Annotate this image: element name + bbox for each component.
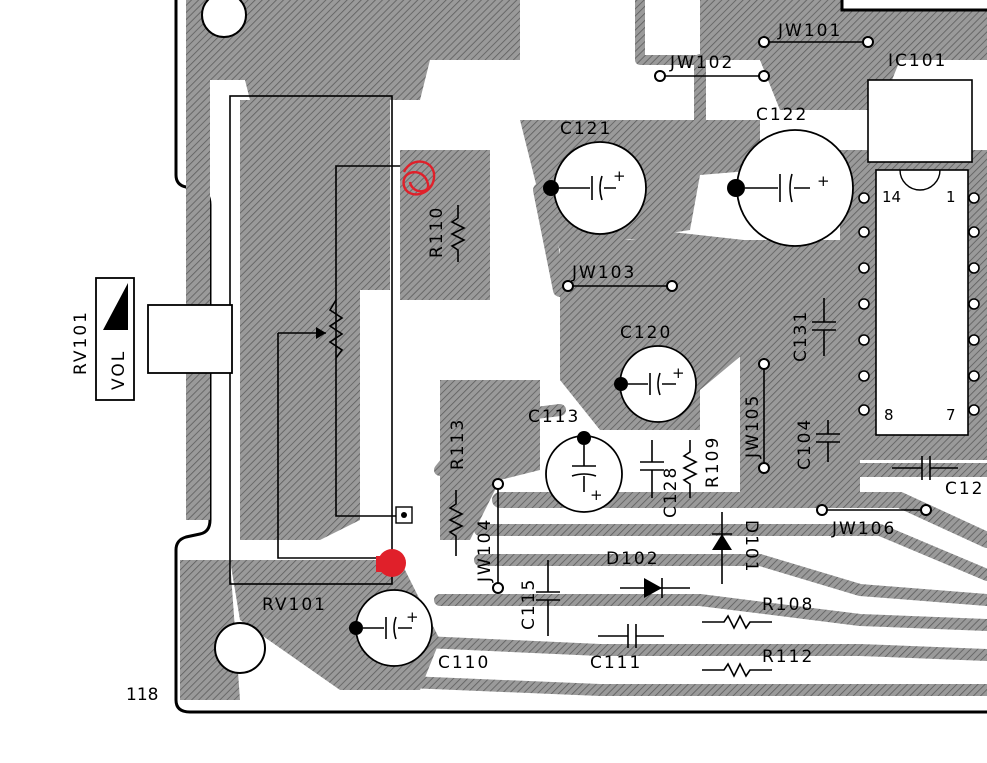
c115-label: C115 [519,578,539,630]
c131-capacitor: C131 [791,298,836,362]
svg-text:+: + [406,608,419,626]
c113-label: C113 [528,407,580,427]
vol-label-box: VOL RV101 [71,277,135,401]
d101-label: D101 [741,520,761,574]
c131-label: C131 [791,310,811,362]
jw104-label: JW104 [475,518,495,583]
c120-label: C120 [620,323,672,343]
c122-label: C122 [756,105,808,125]
c110-label: C110 [438,653,490,673]
mounting-hole-top [201,0,247,38]
c111-capacitor: C111 [590,624,664,673]
c12x-label: C12 [945,479,985,499]
jw102-jumper: JW102 [654,53,770,82]
page-number: 118 [126,685,158,705]
jw106-jumper: JW106 [816,504,932,539]
ic-pin1-label: 1 [946,188,956,206]
r113-resistor: R113 [448,418,468,556]
mounting-hole-bottom [214,622,266,674]
c115-capacitor: C115 [519,560,560,636]
c121-capacitor: + C121 [543,119,647,235]
red-markup [376,160,436,577]
r112-resistor: R112 [702,647,814,678]
svg-text:+: + [613,167,626,185]
c121-label: C121 [560,119,612,139]
r108-resistor: R108 [702,595,814,630]
jw104-jumper: JW104 [475,478,504,594]
jw101-jumper: JW101 [758,21,874,48]
jw101-label: JW101 [777,21,842,41]
rv101-bottom-label: RV101 [262,595,327,615]
svg-text:+: + [590,486,603,504]
r113-label: R113 [448,418,468,470]
c128-capacitor: C128 [640,440,681,518]
ic-pin8-label: 8 [884,406,894,424]
ic-pin7-label: 7 [946,406,956,424]
rv101-side-label: RV101 [71,310,91,375]
c12x-capacitor: C12 [892,456,985,499]
jw103-jumper: JW103 [562,263,678,292]
top-right-frame [840,0,987,12]
ic101-label: IC101 [888,51,947,71]
d102-label: D102 [606,549,660,569]
jw103-label: JW103 [571,263,636,283]
c104-capacitor: C104 [795,418,840,470]
d102-diode: D102 [606,549,690,598]
c113-capacitor: + C113 [528,407,623,513]
r109-label: R109 [703,436,723,488]
r109-resistor: R109 [682,436,723,498]
jw105-label: JW105 [743,394,763,459]
c122-capacitor: + C122 [727,105,854,247]
svg-text:+: + [817,172,830,190]
vol-label: VOL [109,350,129,390]
ic-pin14-label: 14 [882,188,901,206]
r110-label: R110 [427,206,447,258]
c111-label: C111 [590,653,642,673]
jw106-label: JW106 [831,519,896,539]
ic101-chip: IC101 14 1 8 7 [858,51,980,436]
svg-text:+: + [672,364,685,382]
rv101-footprint [147,95,413,585]
c104-label: C104 [795,418,815,470]
c110-capacitor: + C110 [349,589,490,673]
r112-label: R112 [762,647,814,667]
jw105-jumper: JW105 [743,358,770,474]
board-outline [174,0,987,714]
c128-label: C128 [661,466,681,518]
c120-capacitor: + C120 [614,323,697,423]
jw102-label: JW102 [669,53,734,73]
d101-diode: D101 [712,512,761,584]
r110-resistor: R110 [427,205,466,262]
r108-label: R108 [762,595,814,615]
